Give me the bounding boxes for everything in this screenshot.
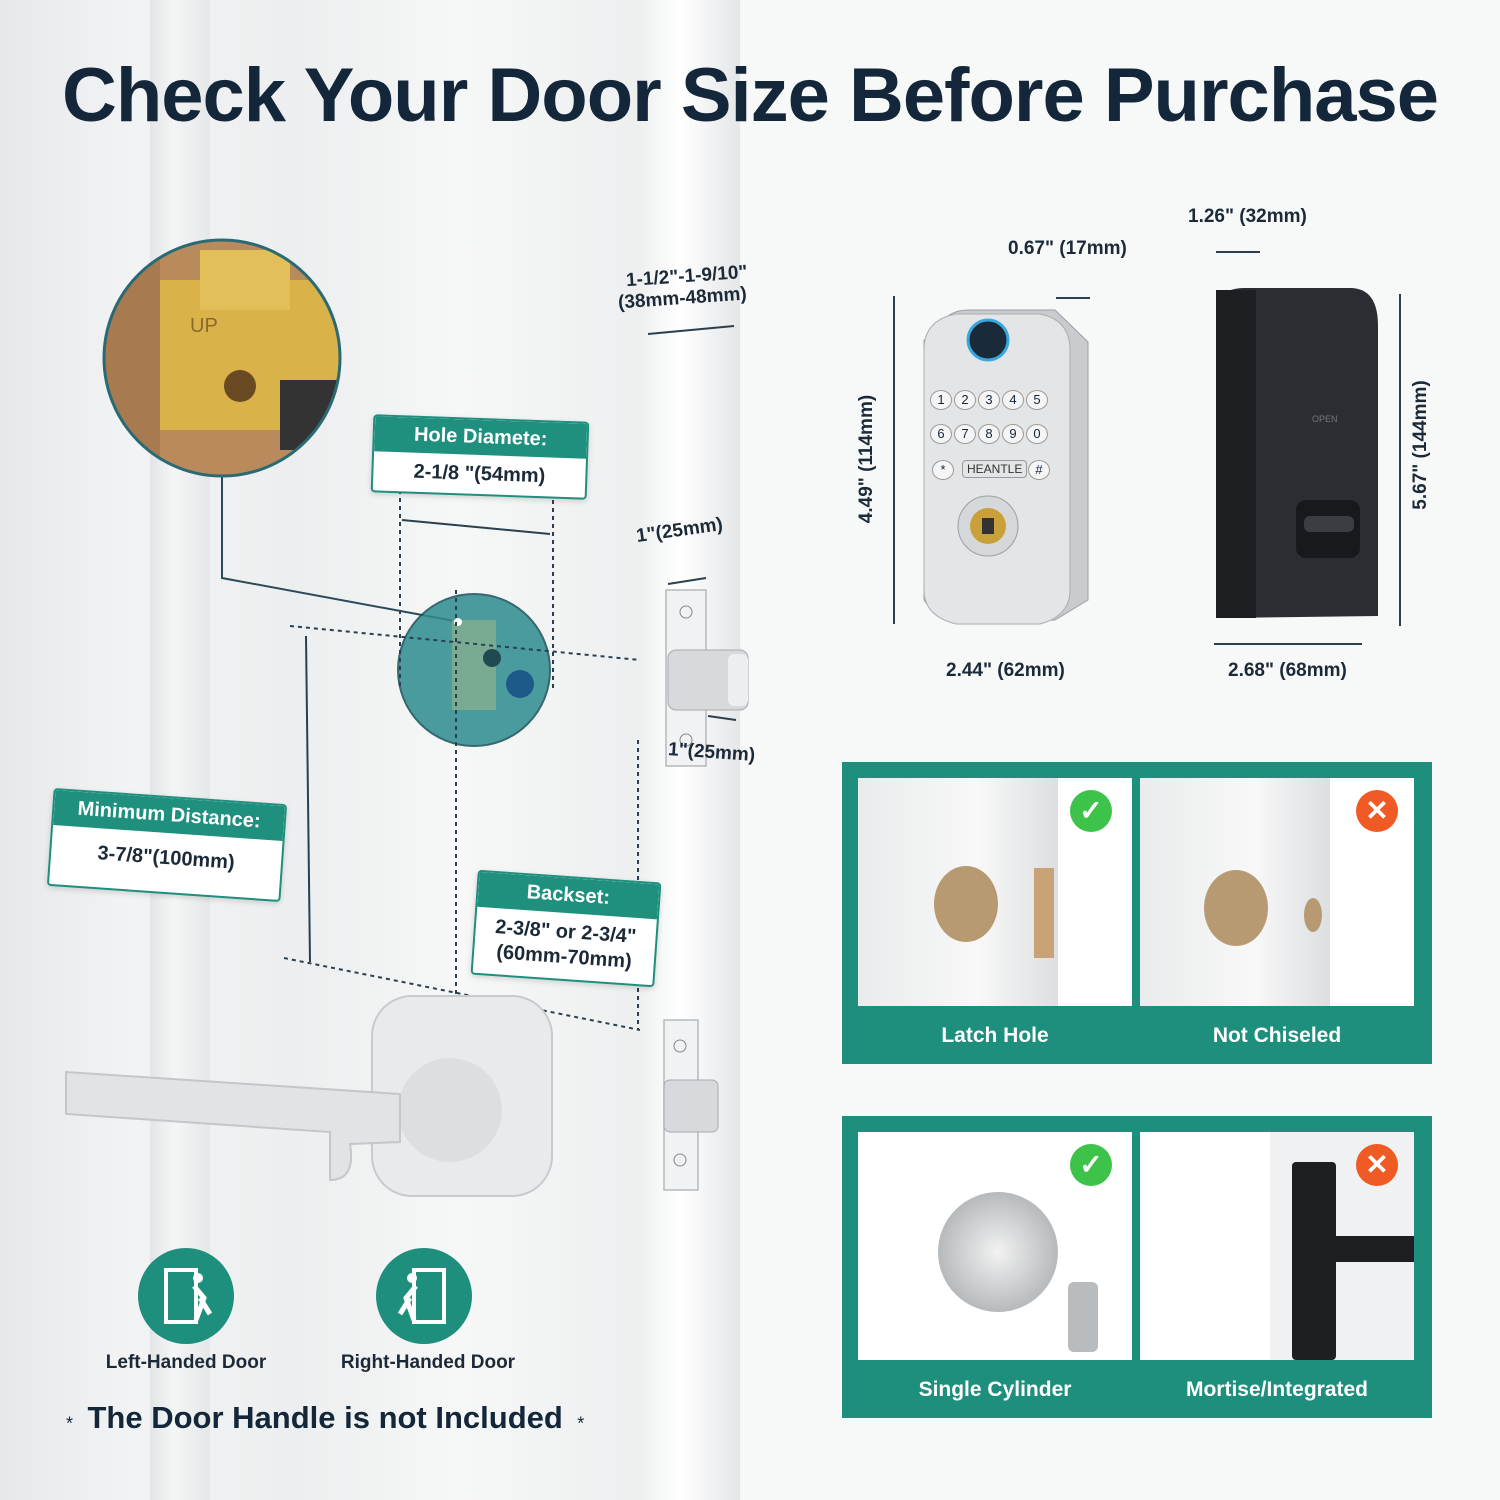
keypad-key: 2 [954,390,976,410]
single-cylinder-caption: Single Cylinder [918,1378,1072,1401]
keypad-key: 0 [1026,424,1048,444]
keypad-key: 1 [930,390,952,410]
front-lock-depth: 0.67" (17mm) [1008,238,1127,259]
hole-diameter-value: 2-1/8 "(54mm) [413,460,546,488]
not-chiseled-caption: Not Chiseled [1212,1024,1342,1047]
keypad-key: 5 [1026,390,1048,410]
back-lock-width: 2.68" (68mm) [1228,660,1347,681]
keypad-key: 8 [978,424,1000,444]
note-marker-left: * [66,1413,74,1434]
front-lock-keypad: 1 2 3 4 5 6 7 8 9 0 [930,390,1050,444]
cross-icon: ✕ [1356,790,1398,832]
left-handed-door-icon [138,1248,234,1344]
door-diagram: UP [65,238,749,1197]
keypad-key: 7 [954,424,976,444]
cross-icon: ✕ [1356,1144,1398,1186]
front-lock-height: 4.49" (114mm) [856,394,877,524]
back-lock-diagram [1214,251,1401,645]
latch-hole-image: ✓ [858,778,1132,1006]
check-icon: ✓ [1070,790,1112,832]
note-marker-right: * [577,1413,585,1434]
hole-diameter-card: Hole Diamete: 2-1/8 "(54mm) [370,414,590,500]
check-icon: ✓ [1070,1144,1112,1186]
keypad-key: 3 [978,390,1000,410]
back-lock-open-label: OPEN [1312,414,1338,424]
lock-brand: HEANTLE [962,460,1028,478]
minimum-distance-card: Minimum Distance: 3-7/8"(100mm) [46,787,288,903]
left-handed-door-label: Left-Handed Door [105,1352,267,1373]
mortise-image: ✕ [1140,1132,1414,1360]
handle-note: * The Door Handle is not Included * [66,1400,584,1436]
not-chiseled-image: ✕ [1140,778,1414,1006]
handle-note-text: The Door Handle is not Included [87,1400,563,1435]
keypad-key: 4 [1002,390,1024,410]
keypad-key-star: * [932,460,954,480]
mortise-caption: Mortise/Integrated [1185,1378,1369,1401]
closeup-up-text: UP [190,315,218,337]
faceplate-closeup-image [102,238,342,478]
latch-hole-caption: Latch Hole [941,1024,1049,1047]
keypad-key-hash: # [1028,460,1050,480]
back-lock-depth: 1.26" (32mm) [1188,206,1307,227]
front-lock-width: 2.44" (62mm) [946,660,1065,681]
door-background [0,0,740,1500]
page-title: Check Your Door Size Before Purchase [61,53,1439,138]
single-cylinder-image: ✓ [858,1132,1132,1360]
back-lock-height: 5.67" (144mm) [1410,380,1431,510]
backset-card: Backset: 2-3/8" or 2-3/4" (60mm-70mm) [470,869,662,988]
latch-check-panel: ✓ ✕ Latch Hole Not Chiseled [842,762,1432,1064]
right-handed-door-label: Right-Handed Door [340,1352,516,1373]
right-handed-door-icon [376,1248,472,1344]
keypad-key: 9 [1002,424,1024,444]
lock-type-panel: ✓ ✕ Single Cylinder Mortise/Integrated [842,1116,1432,1418]
keypad-key: 6 [930,424,952,444]
